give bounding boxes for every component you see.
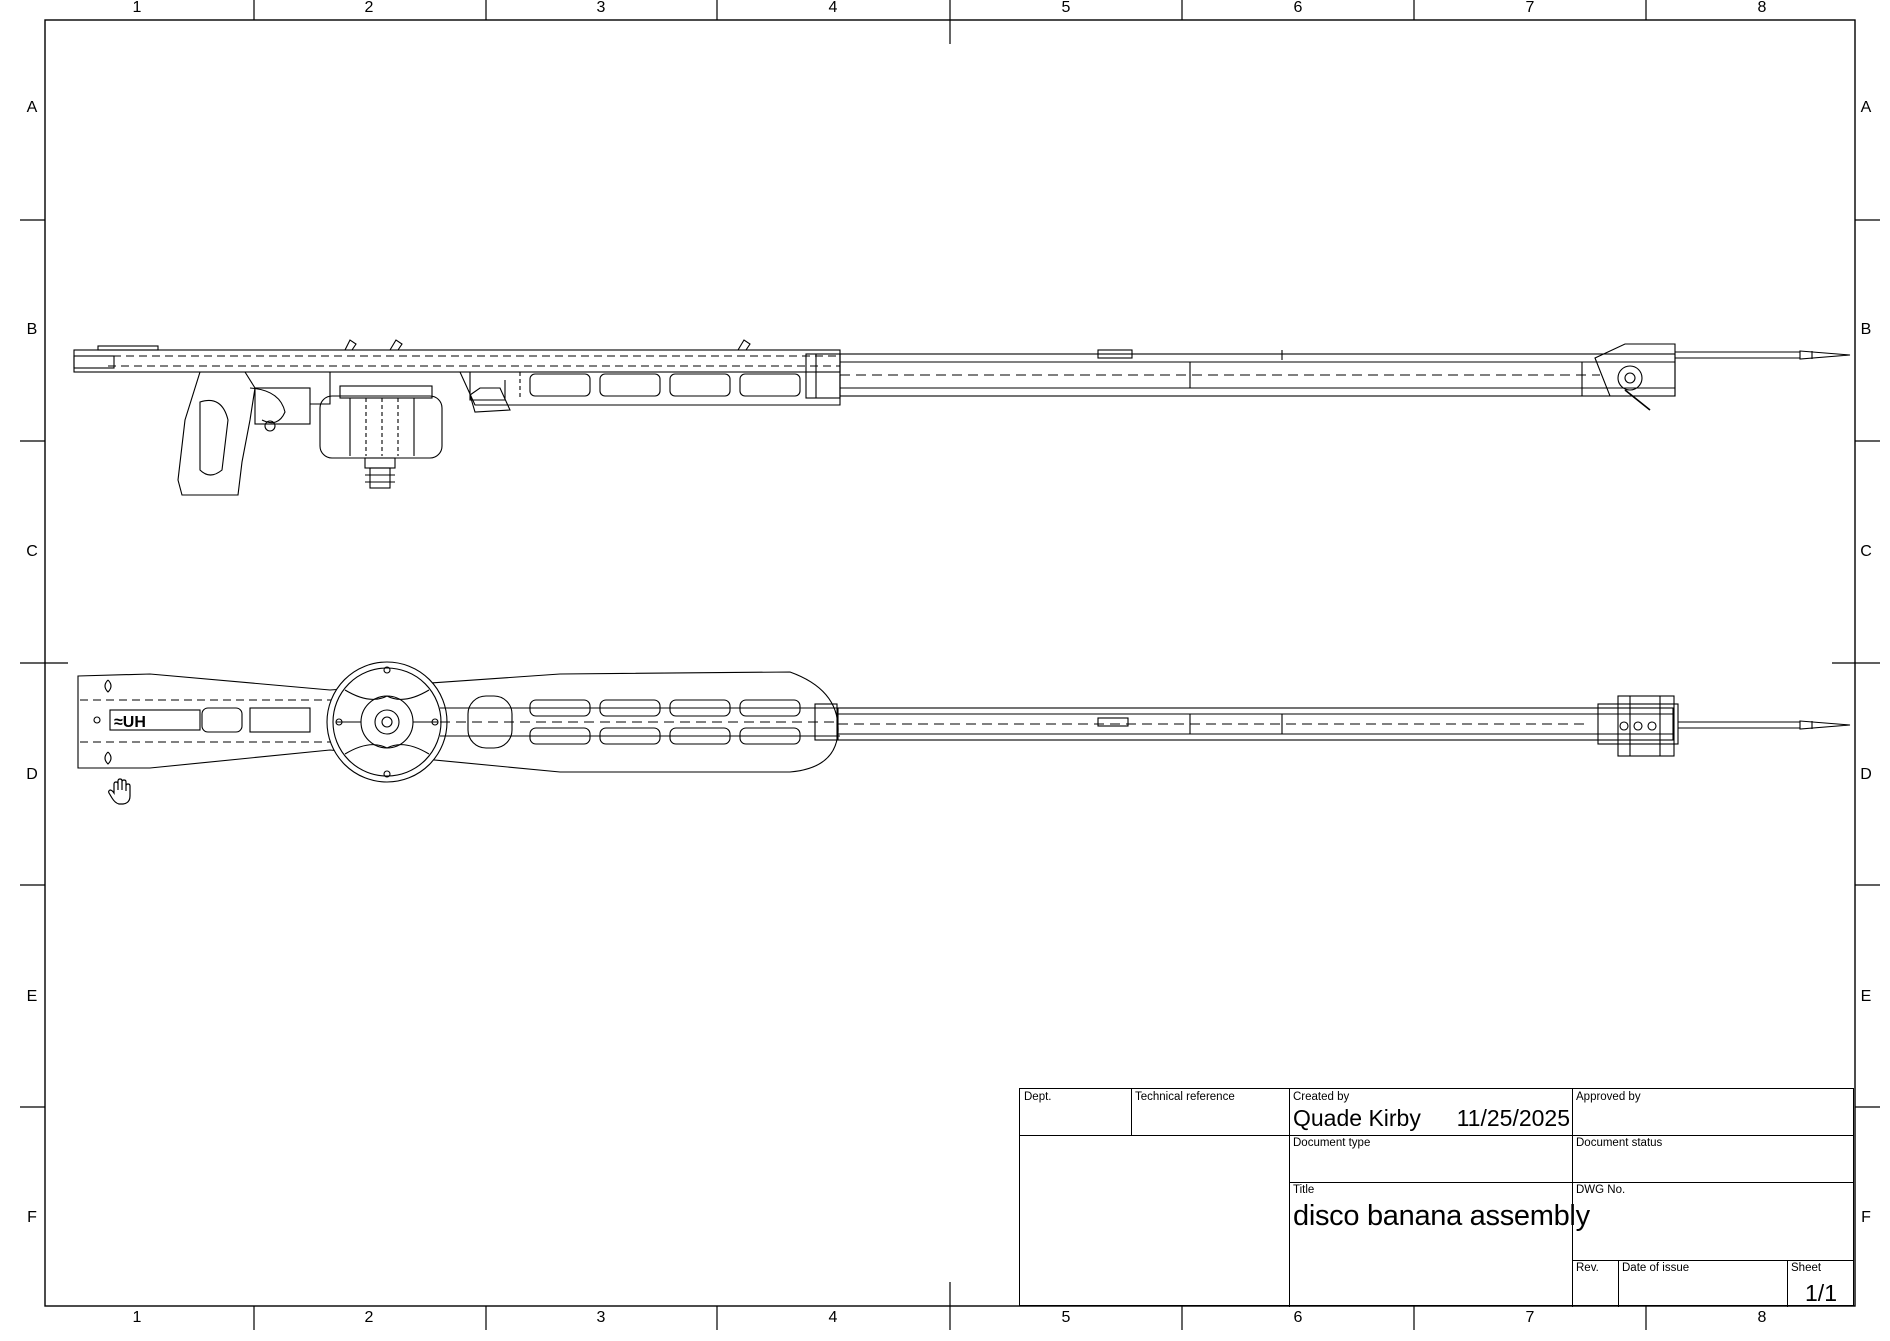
- row-label: D: [26, 766, 38, 783]
- column-label: 6: [1293, 1309, 1303, 1326]
- column-label: 3: [596, 0, 606, 16]
- column-label: 2: [364, 1309, 374, 1326]
- created-by-label: Created by: [1293, 1091, 1350, 1103]
- hand-pan-icon[interactable]: [108, 778, 132, 806]
- document-status-label: Document status: [1576, 1137, 1663, 1149]
- row-label: A: [1860, 99, 1872, 116]
- row-label: B: [26, 321, 38, 338]
- column-label: 1: [132, 0, 142, 16]
- column-label: 4: [828, 0, 838, 16]
- created-date: 11/25/2025: [1456, 1105, 1570, 1131]
- technical-reference-cell: Technical reference: [1131, 1089, 1289, 1135]
- technical-reference-label: Technical reference: [1135, 1091, 1235, 1103]
- date-of-issue-cell: Date of issue: [1618, 1260, 1787, 1307]
- approved-by-cell: Approved by: [1572, 1089, 1853, 1135]
- row-label: F: [1861, 1209, 1871, 1226]
- dwg-no-label: DWG No.: [1576, 1184, 1626, 1196]
- column-label: 8: [1757, 1309, 1767, 1326]
- row-label: B: [1860, 321, 1872, 338]
- dept-cell: Dept.: [1020, 1089, 1131, 1135]
- dept-label: Dept.: [1024, 1091, 1052, 1103]
- document-type-label: Document type: [1293, 1137, 1371, 1149]
- document-status-cell: Document status: [1572, 1135, 1853, 1182]
- created-by-name: Quade Kirby: [1293, 1105, 1421, 1131]
- column-label: 8: [1757, 0, 1767, 16]
- title-cell: Title disco banana assembly: [1289, 1182, 1590, 1307]
- row-label: E: [1860, 988, 1872, 1005]
- sheet-cell: Sheet 1/1: [1787, 1260, 1853, 1307]
- date-of-issue-label: Date of issue: [1622, 1262, 1690, 1274]
- drawing-title: disco banana assembly: [1293, 1200, 1590, 1232]
- column-label: 7: [1525, 0, 1535, 16]
- created-by-cell: Created by Quade Kirby 11/25/2025: [1289, 1089, 1572, 1135]
- sheet-label: Sheet: [1791, 1262, 1822, 1274]
- row-label: E: [26, 988, 38, 1005]
- document-type-cell: Document type: [1289, 1135, 1572, 1182]
- column-label: 6: [1293, 0, 1303, 16]
- side-view: [73, 339, 1851, 496]
- title-label: Title: [1293, 1184, 1315, 1196]
- approved-by-label: Approved by: [1576, 1091, 1641, 1103]
- column-label: 3: [596, 1309, 606, 1326]
- row-label: A: [26, 99, 38, 116]
- top-view: ≈UH: [77, 661, 1851, 783]
- row-label: C: [26, 543, 38, 560]
- title-block: Dept. Technical reference Created by Qua…: [1019, 1088, 1854, 1307]
- column-label: 4: [828, 1309, 838, 1326]
- column-label: 2: [364, 0, 374, 16]
- zone-ticks: [20, 0, 1880, 1330]
- row-label: C: [1860, 543, 1872, 560]
- rev-label: Rev.: [1576, 1262, 1599, 1274]
- svg-text:≈UH: ≈UH: [114, 714, 146, 731]
- column-label: 1: [132, 1309, 142, 1326]
- column-label: 5: [1061, 0, 1071, 16]
- row-label: F: [27, 1209, 37, 1226]
- rev-cell: Rev.: [1572, 1260, 1618, 1307]
- sheet-value: 1/1: [1805, 1280, 1837, 1306]
- dwg-no-cell: DWG No.: [1572, 1182, 1853, 1260]
- column-label: 7: [1525, 1309, 1535, 1326]
- column-label: 5: [1061, 1309, 1071, 1326]
- row-label: D: [1860, 766, 1872, 783]
